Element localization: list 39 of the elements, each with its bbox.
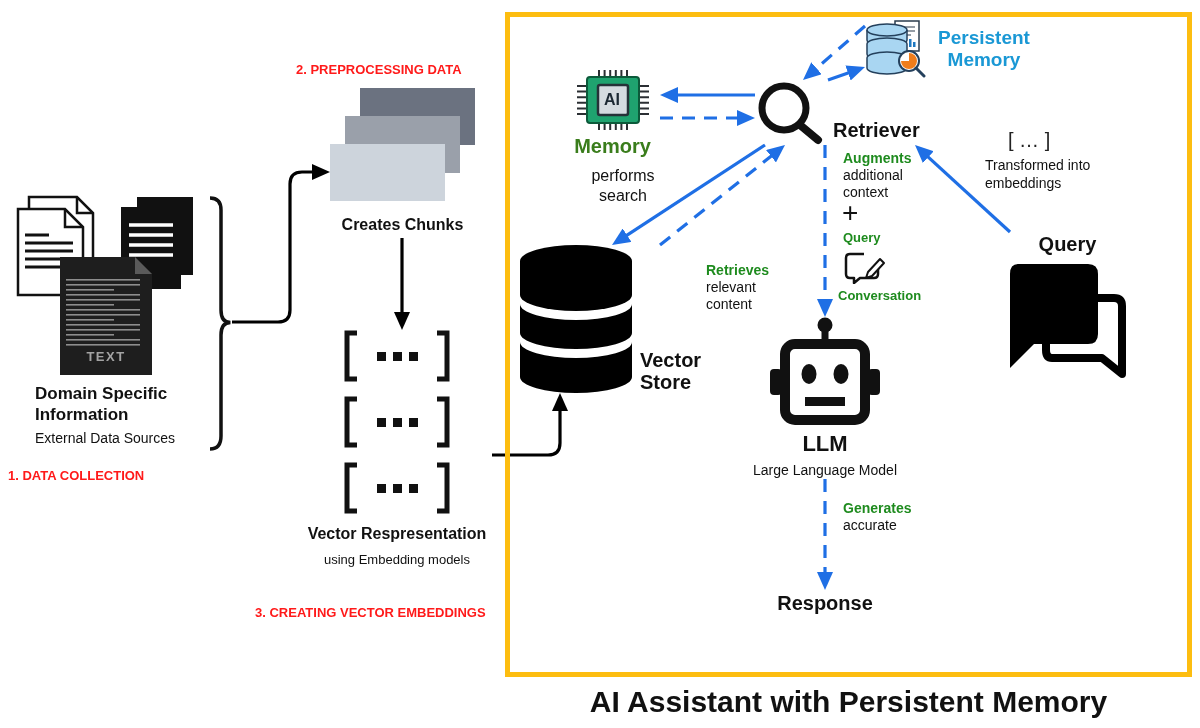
node-caption: using Embedding models: [324, 552, 470, 568]
file-type-label: TEXT: [85, 349, 127, 364]
chip-label: AI: [603, 91, 621, 109]
arrow: [492, 393, 568, 457]
annotation-label: Conversation: [838, 288, 922, 304]
node-label: Query: [1038, 232, 1097, 256]
plus-sign: +: [842, 202, 859, 224]
node-label: Persistent Memory: [937, 27, 1031, 71]
arrow: [915, 145, 1012, 234]
arrow: [232, 164, 330, 324]
arrow: [612, 143, 766, 245]
dashed-arrow: [817, 479, 833, 590]
stage-label: 3. CREATING VECTOR EMBEDDINGS: [255, 605, 486, 621]
vector-notation: [ … ]: [1008, 128, 1051, 152]
node-label: Vector Respresentation: [307, 524, 487, 544]
stage-label: 1. DATA COLLECTION: [8, 468, 145, 484]
arrow: [394, 238, 410, 330]
node-label: Domain Specific Information: [35, 383, 169, 425]
edge-label: Transformed into embeddings: [985, 156, 1092, 192]
stage-label: 2. PREPROCESSING DATA: [296, 62, 462, 78]
edge-label: Generates accurate: [843, 500, 913, 534]
arrow: [827, 65, 865, 82]
edge-label: Retrieves relevant content: [706, 262, 771, 313]
annotation-label: Query: [843, 230, 881, 246]
node-label: Creates Chunks: [341, 215, 464, 235]
node-label: LLM: [802, 431, 848, 457]
edge-label: Augments additional context: [843, 150, 913, 201]
dashed-arrow: [817, 145, 833, 317]
arrow: [660, 87, 755, 103]
frame-heading: AI Assistant with Persistent Memory: [589, 684, 1108, 720]
dashed-arrow: [659, 145, 785, 247]
edge-label: performs search: [590, 166, 656, 206]
dashed-arrow: [660, 110, 755, 126]
node-label: Vector Store: [640, 349, 703, 393]
node-label: Retriever: [833, 118, 920, 142]
node-label: Response: [777, 591, 873, 616]
node-caption: External Data Sources: [35, 429, 176, 447]
node-caption: Large Language Model: [753, 461, 897, 479]
node-label: Memory: [574, 134, 651, 158]
